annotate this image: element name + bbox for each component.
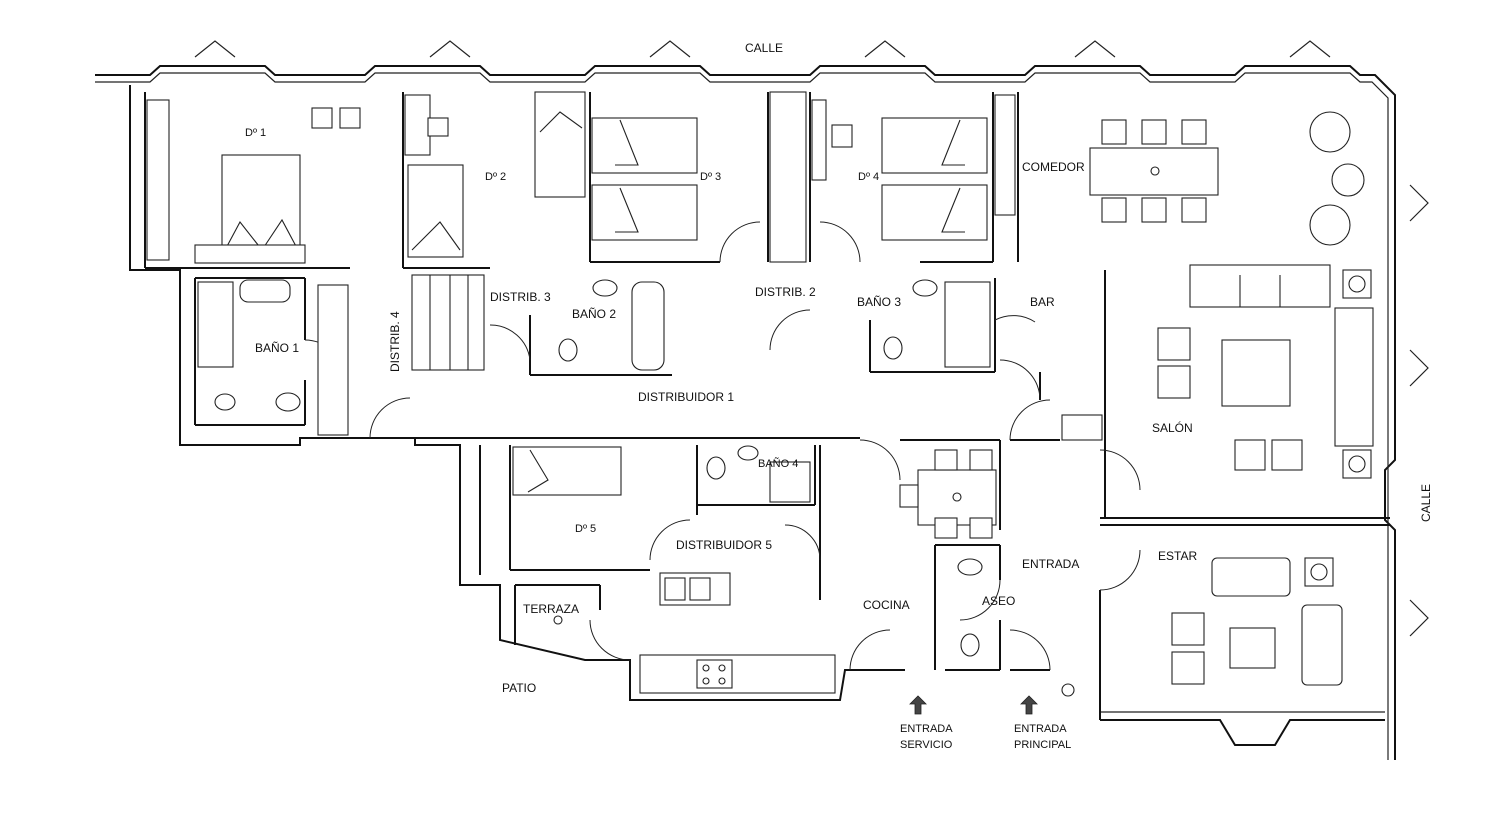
room-label-bar: BAR xyxy=(1030,295,1055,309)
bed-d5 xyxy=(512,446,622,496)
room-label-estar: ESTAR xyxy=(1158,549,1197,563)
bed-d1 xyxy=(194,154,306,264)
room-label-entrada: ENTRADA xyxy=(1022,557,1079,571)
chair-d1-a xyxy=(311,107,333,129)
sofa-salon-top xyxy=(1189,264,1331,308)
entrance-label-servicio-1: ENTRADA xyxy=(900,723,953,735)
street-top-label: CALLE xyxy=(745,41,783,55)
room-label-d1: Dº 1 xyxy=(245,127,266,139)
doors xyxy=(304,221,1141,671)
outer-walls xyxy=(95,65,1396,760)
bed-d2 xyxy=(407,164,464,258)
room-label-salon: SALÓN xyxy=(1152,420,1193,435)
doorbell xyxy=(1061,683,1075,697)
street-right-label: CALLE xyxy=(1419,484,1433,522)
lamp-salon-bottom xyxy=(1342,449,1372,479)
bano3-fixtures xyxy=(883,279,991,368)
room-label-distrib1: DISTRIBUIDOR 1 xyxy=(638,390,734,404)
room-label-d4: Dº 4 xyxy=(858,171,879,183)
bano1-fixtures xyxy=(197,279,301,412)
entrance-label-principal-1: ENTRADA xyxy=(1014,723,1067,735)
room-label-bano3: BAÑO 3 xyxy=(857,295,901,309)
bano4-fixtures xyxy=(706,445,811,503)
room-label-bano2: BAÑO 2 xyxy=(572,307,616,321)
chair-salon-a xyxy=(1157,327,1191,361)
wardrobe-d2 xyxy=(534,91,586,198)
closets-distrib4 xyxy=(317,274,485,436)
armchairs-corner xyxy=(1309,111,1365,246)
room-label-distrib2: DISTRIB. 2 xyxy=(755,285,816,299)
room-label-comedor: COMEDOR xyxy=(1022,160,1085,174)
bar-counter xyxy=(1061,414,1103,441)
kitchen-counter xyxy=(639,654,836,694)
room-label-d2: Dº 2 xyxy=(485,171,506,183)
beds-d4 xyxy=(881,117,988,241)
room-label-distrib5: DISTRIBUIDOR 5 xyxy=(676,538,772,552)
stool-salon-b xyxy=(1271,439,1303,471)
wardrobe-d3 xyxy=(769,91,807,263)
chair-estar-b xyxy=(1171,651,1205,685)
room-label-cocina: COCINA xyxy=(863,598,910,612)
room-label-d5: Dº 5 xyxy=(575,523,596,535)
cooktop xyxy=(696,659,733,689)
entrance-arrow-principal xyxy=(1020,695,1038,715)
room-label-patio: PATIO xyxy=(502,681,536,695)
sofa-estar-right xyxy=(1301,604,1343,686)
dining-set xyxy=(1089,119,1219,223)
chair-estar-a xyxy=(1171,612,1205,646)
lamp-d2 xyxy=(539,111,583,133)
terraza-light xyxy=(553,615,563,625)
kitchen-table xyxy=(899,449,997,539)
entrance-label-servicio-2: SERVICIO xyxy=(900,739,953,751)
room-label-distrib3: DISTRIB. 3 xyxy=(490,290,551,304)
wardrobe-d1 xyxy=(146,99,170,261)
room-label-bano4: BAÑO 4 xyxy=(758,457,798,470)
bano2-fixtures xyxy=(558,279,665,371)
chair-d1-b xyxy=(339,107,361,129)
coffee-table-salon xyxy=(1221,339,1291,407)
chair-salon-b xyxy=(1157,365,1191,399)
entrance-arrow-servicio xyxy=(909,695,927,715)
stool-salon-a xyxy=(1234,439,1266,471)
aseo-fixtures xyxy=(957,558,983,657)
desk-d4 xyxy=(811,99,827,181)
lamp-salon-top xyxy=(1342,269,1372,299)
facade-markers-right xyxy=(1409,184,1429,637)
wardrobe-d4 xyxy=(994,94,1016,216)
room-label-terraza: TERRAZA xyxy=(523,602,579,616)
sofa-estar-top xyxy=(1211,557,1291,597)
room-label-distrib4: DISTRIB. 4 xyxy=(388,311,402,372)
facade-markers-top xyxy=(194,40,1331,58)
beds-d3 xyxy=(591,117,698,241)
lamp-estar xyxy=(1304,557,1334,587)
room-label-bano1: BAÑO 1 xyxy=(255,341,299,355)
sofa-salon-right xyxy=(1334,307,1374,447)
entrance-label-principal-2: PRINCIPAL xyxy=(1014,739,1071,751)
desk-d2 xyxy=(404,94,431,156)
interior-walls xyxy=(144,92,1390,671)
room-label-aseo: ASEO xyxy=(982,594,1015,608)
chair-d2 xyxy=(427,117,449,137)
chair-d4 xyxy=(831,124,853,148)
kitchen-sink xyxy=(659,572,731,606)
room-label-d3: Dº 3 xyxy=(700,171,721,183)
coffee-table-estar xyxy=(1229,627,1276,669)
